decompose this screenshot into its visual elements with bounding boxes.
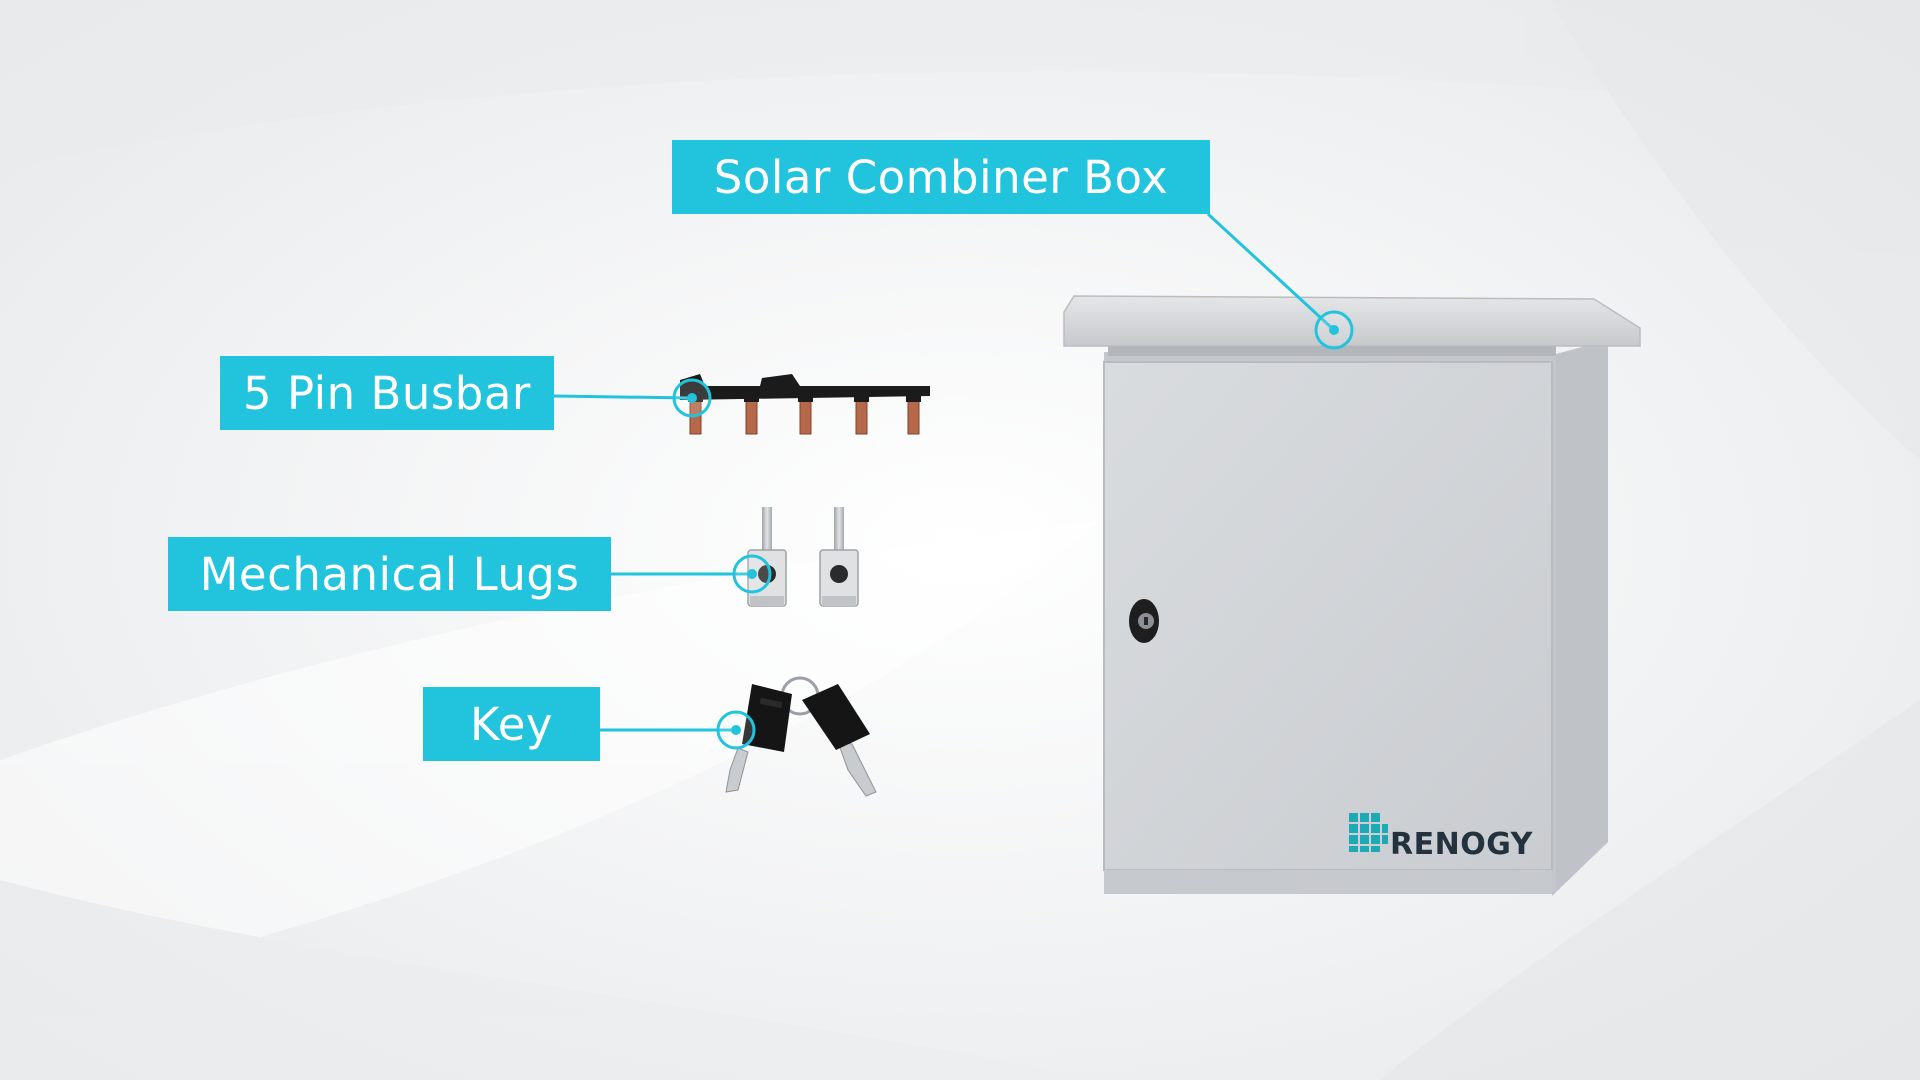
key-marker	[716, 710, 756, 750]
callout-markers	[672, 310, 1354, 750]
roof-underside	[1108, 346, 1556, 356]
key-right	[802, 684, 877, 797]
lug-right	[819, 507, 859, 607]
renogy-logo-text: RENOGY	[1390, 827, 1533, 862]
combiner-leader	[1206, 212, 1336, 332]
busbar-leader	[553, 394, 693, 400]
enclosure-door	[1103, 361, 1553, 871]
door-bottom-edge	[1104, 870, 1552, 894]
leader-lines	[553, 212, 1336, 732]
renogy-logo-icon	[1349, 813, 1388, 852]
mechanical-lugs-label: Mechanical Lugs	[168, 537, 611, 611]
mechanical-lugs	[747, 507, 859, 607]
enclosure-roof	[1063, 295, 1641, 347]
solar-combiner-box	[1063, 295, 1641, 896]
combiner-marker	[1314, 310, 1354, 350]
enclosure-side	[1552, 340, 1608, 896]
lugs-marker	[732, 554, 772, 594]
busbar-marker	[672, 378, 712, 418]
door-lock	[1129, 599, 1159, 643]
busbar-label: 5 Pin Busbar	[220, 356, 554, 430]
solar-combiner-box-label: Solar Combiner Box	[672, 140, 1210, 214]
key-label: Key	[423, 687, 600, 761]
